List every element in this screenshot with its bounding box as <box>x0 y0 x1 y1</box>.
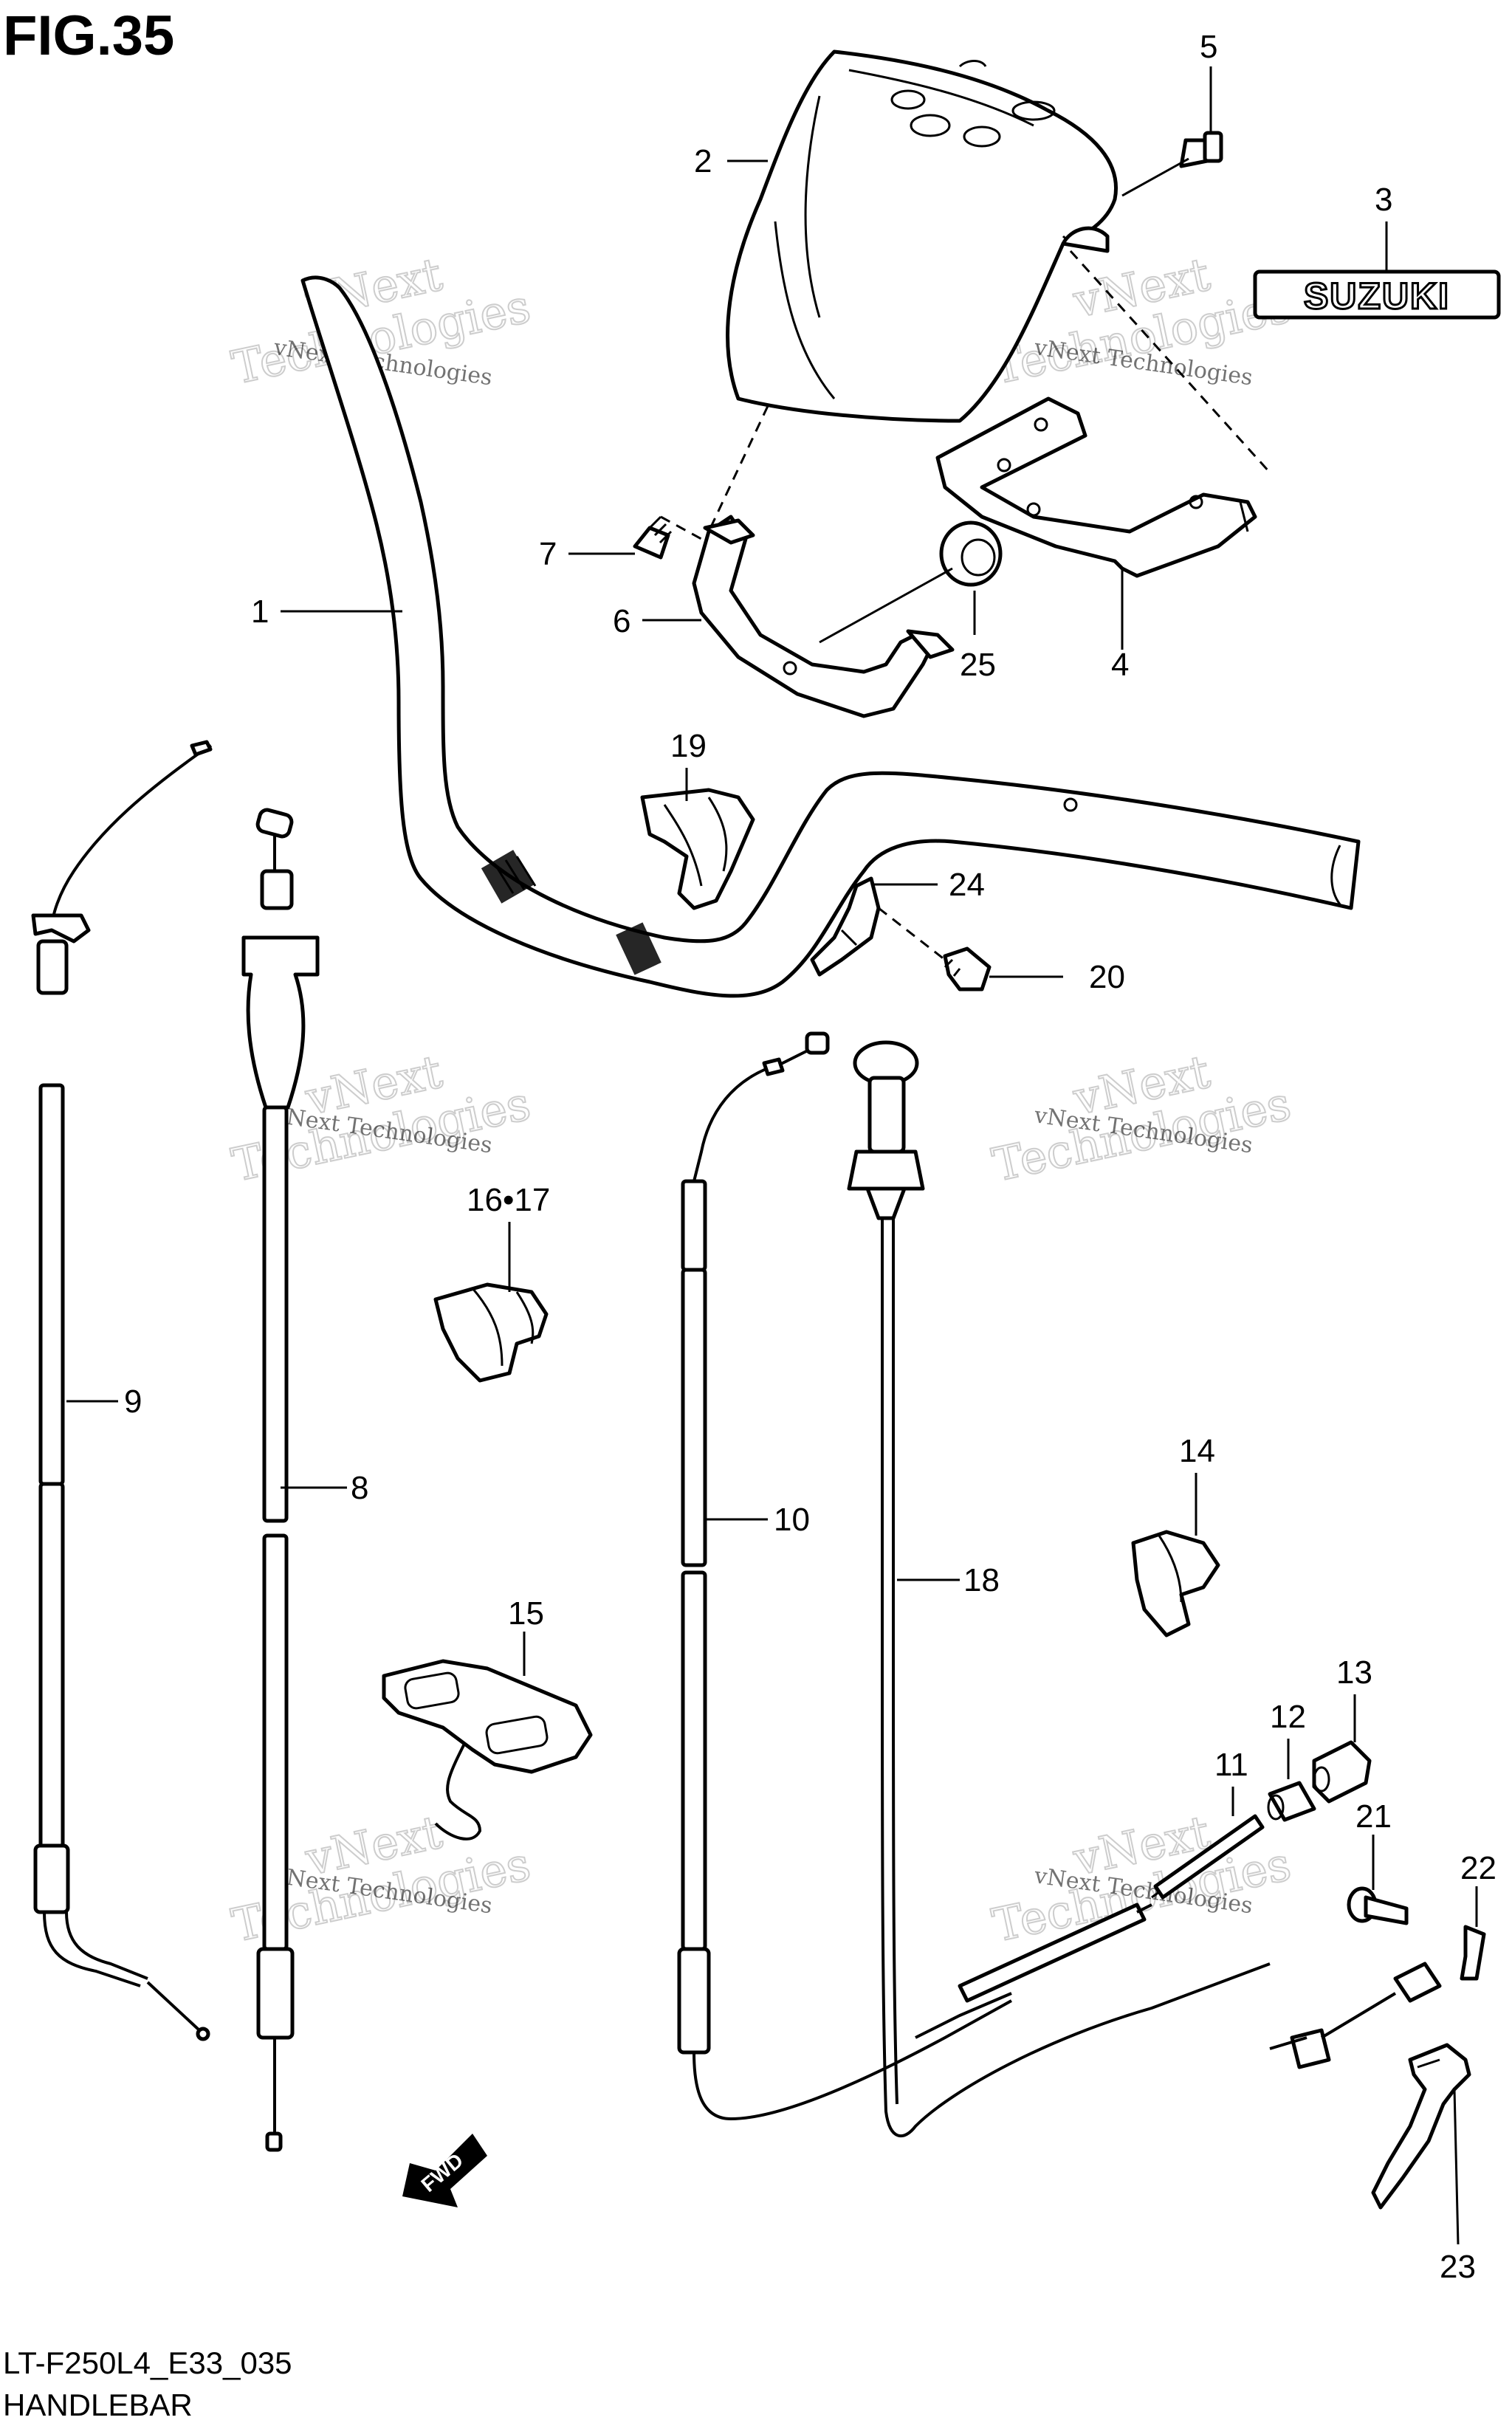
nut-13 <box>1312 1740 1372 1804</box>
suzuki-emblem: SUZUKI <box>1253 269 1501 320</box>
callout-22: 22 <box>1460 1850 1496 1886</box>
callout-3: 3 <box>1375 182 1392 218</box>
brake-cable-assembly <box>915 1903 1442 2069</box>
emblem-text: SUZUKI <box>1304 275 1450 317</box>
choke-cable-18 <box>847 1040 1271 2138</box>
handlebar-tube <box>300 275 1361 998</box>
handlebar-cover <box>726 49 1118 423</box>
callouts: 1 2 3 4 5 6 7 8 9 10 11 12 13 14 15 16•1… <box>124 29 1496 2285</box>
callout-1: 1 <box>251 594 269 630</box>
leader-lines <box>66 66 1478 2245</box>
cover-bracket <box>935 396 1257 578</box>
callout-16-17: 16•17 <box>467 1182 550 1218</box>
figure-code: LT-F250L4_E33_035 <box>3 2345 292 2380</box>
clamp-19 <box>640 788 755 910</box>
callout-6: 6 <box>613 603 630 639</box>
lever-23 <box>1371 2043 1471 2210</box>
callout-8: 8 <box>351 1470 368 1506</box>
grommet-25 <box>939 520 1003 587</box>
cable-9 <box>31 740 213 2041</box>
callout-13: 13 <box>1336 1654 1372 1691</box>
screw-7 <box>633 515 673 560</box>
sleeve-12 <box>1267 1781 1316 1822</box>
callout-21: 21 <box>1355 1798 1392 1835</box>
callout-9: 9 <box>124 1384 142 1420</box>
callout-23: 23 <box>1440 2249 1476 2285</box>
callout-7: 7 <box>539 536 557 572</box>
clip-22 <box>1460 1925 1486 1981</box>
callout-12: 12 <box>1270 1699 1306 1735</box>
callout-15: 15 <box>508 1595 544 1632</box>
figure-title: FIG.35 <box>3 4 174 67</box>
callout-25: 25 <box>960 647 996 683</box>
fwd-arrow: FWD <box>402 2134 487 2207</box>
screw-5 <box>1179 131 1223 168</box>
callout-2: 2 <box>694 143 712 179</box>
lower-bracket-6 <box>692 515 955 718</box>
clamp-16-17 <box>433 1282 549 1383</box>
lever-bracket-24 <box>810 876 881 977</box>
clamp-14 <box>1131 1530 1220 1637</box>
callout-20: 20 <box>1089 959 1125 995</box>
assembly-lines <box>660 250 1271 961</box>
watermark-group-2: Technologies vNext vNext Technologies <box>987 247 1296 396</box>
callout-4: 4 <box>1111 647 1129 683</box>
callout-11: 11 <box>1214 1747 1248 1783</box>
bolt-20 <box>943 946 992 991</box>
pin-21 <box>1347 1886 1409 1925</box>
watermark-group-4: Technologies vNext vNext Technologies <box>987 1044 1296 1193</box>
cable-8 <box>241 808 320 2152</box>
cable-10 <box>677 1031 1012 2121</box>
callout-19: 19 <box>670 728 707 764</box>
callout-14: 14 <box>1179 1433 1215 1469</box>
callout-18: 18 <box>963 1562 1000 1598</box>
figure-name: HANDLEBAR <box>3 2388 193 2422</box>
holder-15 <box>382 1659 593 1841</box>
callout-5: 5 <box>1200 29 1217 65</box>
callout-10: 10 <box>774 1502 810 1538</box>
spring-11 <box>1151 1814 1265 1900</box>
callout-24: 24 <box>949 867 985 903</box>
